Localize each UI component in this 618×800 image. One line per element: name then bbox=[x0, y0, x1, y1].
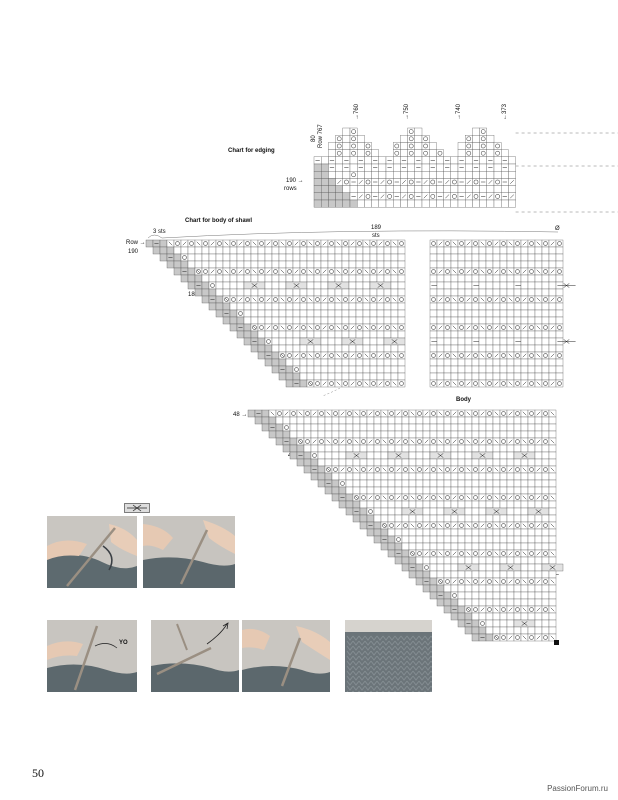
edging-marker-760: →760 bbox=[354, 103, 360, 120]
shawl-repeat-symbol: Ø bbox=[555, 226, 560, 232]
shawl-row-190: 190 bbox=[128, 249, 139, 255]
shawl-189: 189 bbox=[371, 225, 382, 231]
page-number: 50 bbox=[32, 766, 44, 780]
stitch-symbol-icon bbox=[124, 503, 150, 513]
watermark: PassionForum.ru bbox=[547, 784, 608, 793]
photo-finished-fabric bbox=[345, 620, 432, 692]
edging-rows-word: rows bbox=[284, 186, 297, 192]
shawl-sts-word: sts bbox=[372, 233, 380, 239]
shawl-chart bbox=[145, 230, 576, 396]
edging-chart bbox=[313, 127, 618, 213]
edging-title: Chart for edging bbox=[228, 148, 275, 154]
shawl-3sts: 3 sts bbox=[153, 229, 166, 235]
body-row-48: 48 → bbox=[233, 412, 248, 418]
body-chart bbox=[247, 409, 564, 645]
edging-rows-190: 190 → bbox=[286, 178, 304, 184]
photo-step-5 bbox=[242, 620, 330, 692]
photo-step-1 bbox=[47, 516, 137, 588]
edging-marker-373: ←373 bbox=[502, 103, 508, 120]
edging-marker-740: →740 bbox=[456, 103, 462, 120]
photo-step-2 bbox=[143, 516, 235, 588]
shawl-row-label: Row → bbox=[126, 240, 146, 246]
body-title: Body bbox=[456, 397, 471, 403]
shawl-title: Chart for body of shawl bbox=[185, 218, 253, 224]
photo-step-3: YO bbox=[47, 620, 137, 692]
edging-marker-750: →750 bbox=[404, 103, 410, 120]
photo-step-4 bbox=[151, 620, 239, 692]
yo-label: YO bbox=[119, 640, 128, 646]
